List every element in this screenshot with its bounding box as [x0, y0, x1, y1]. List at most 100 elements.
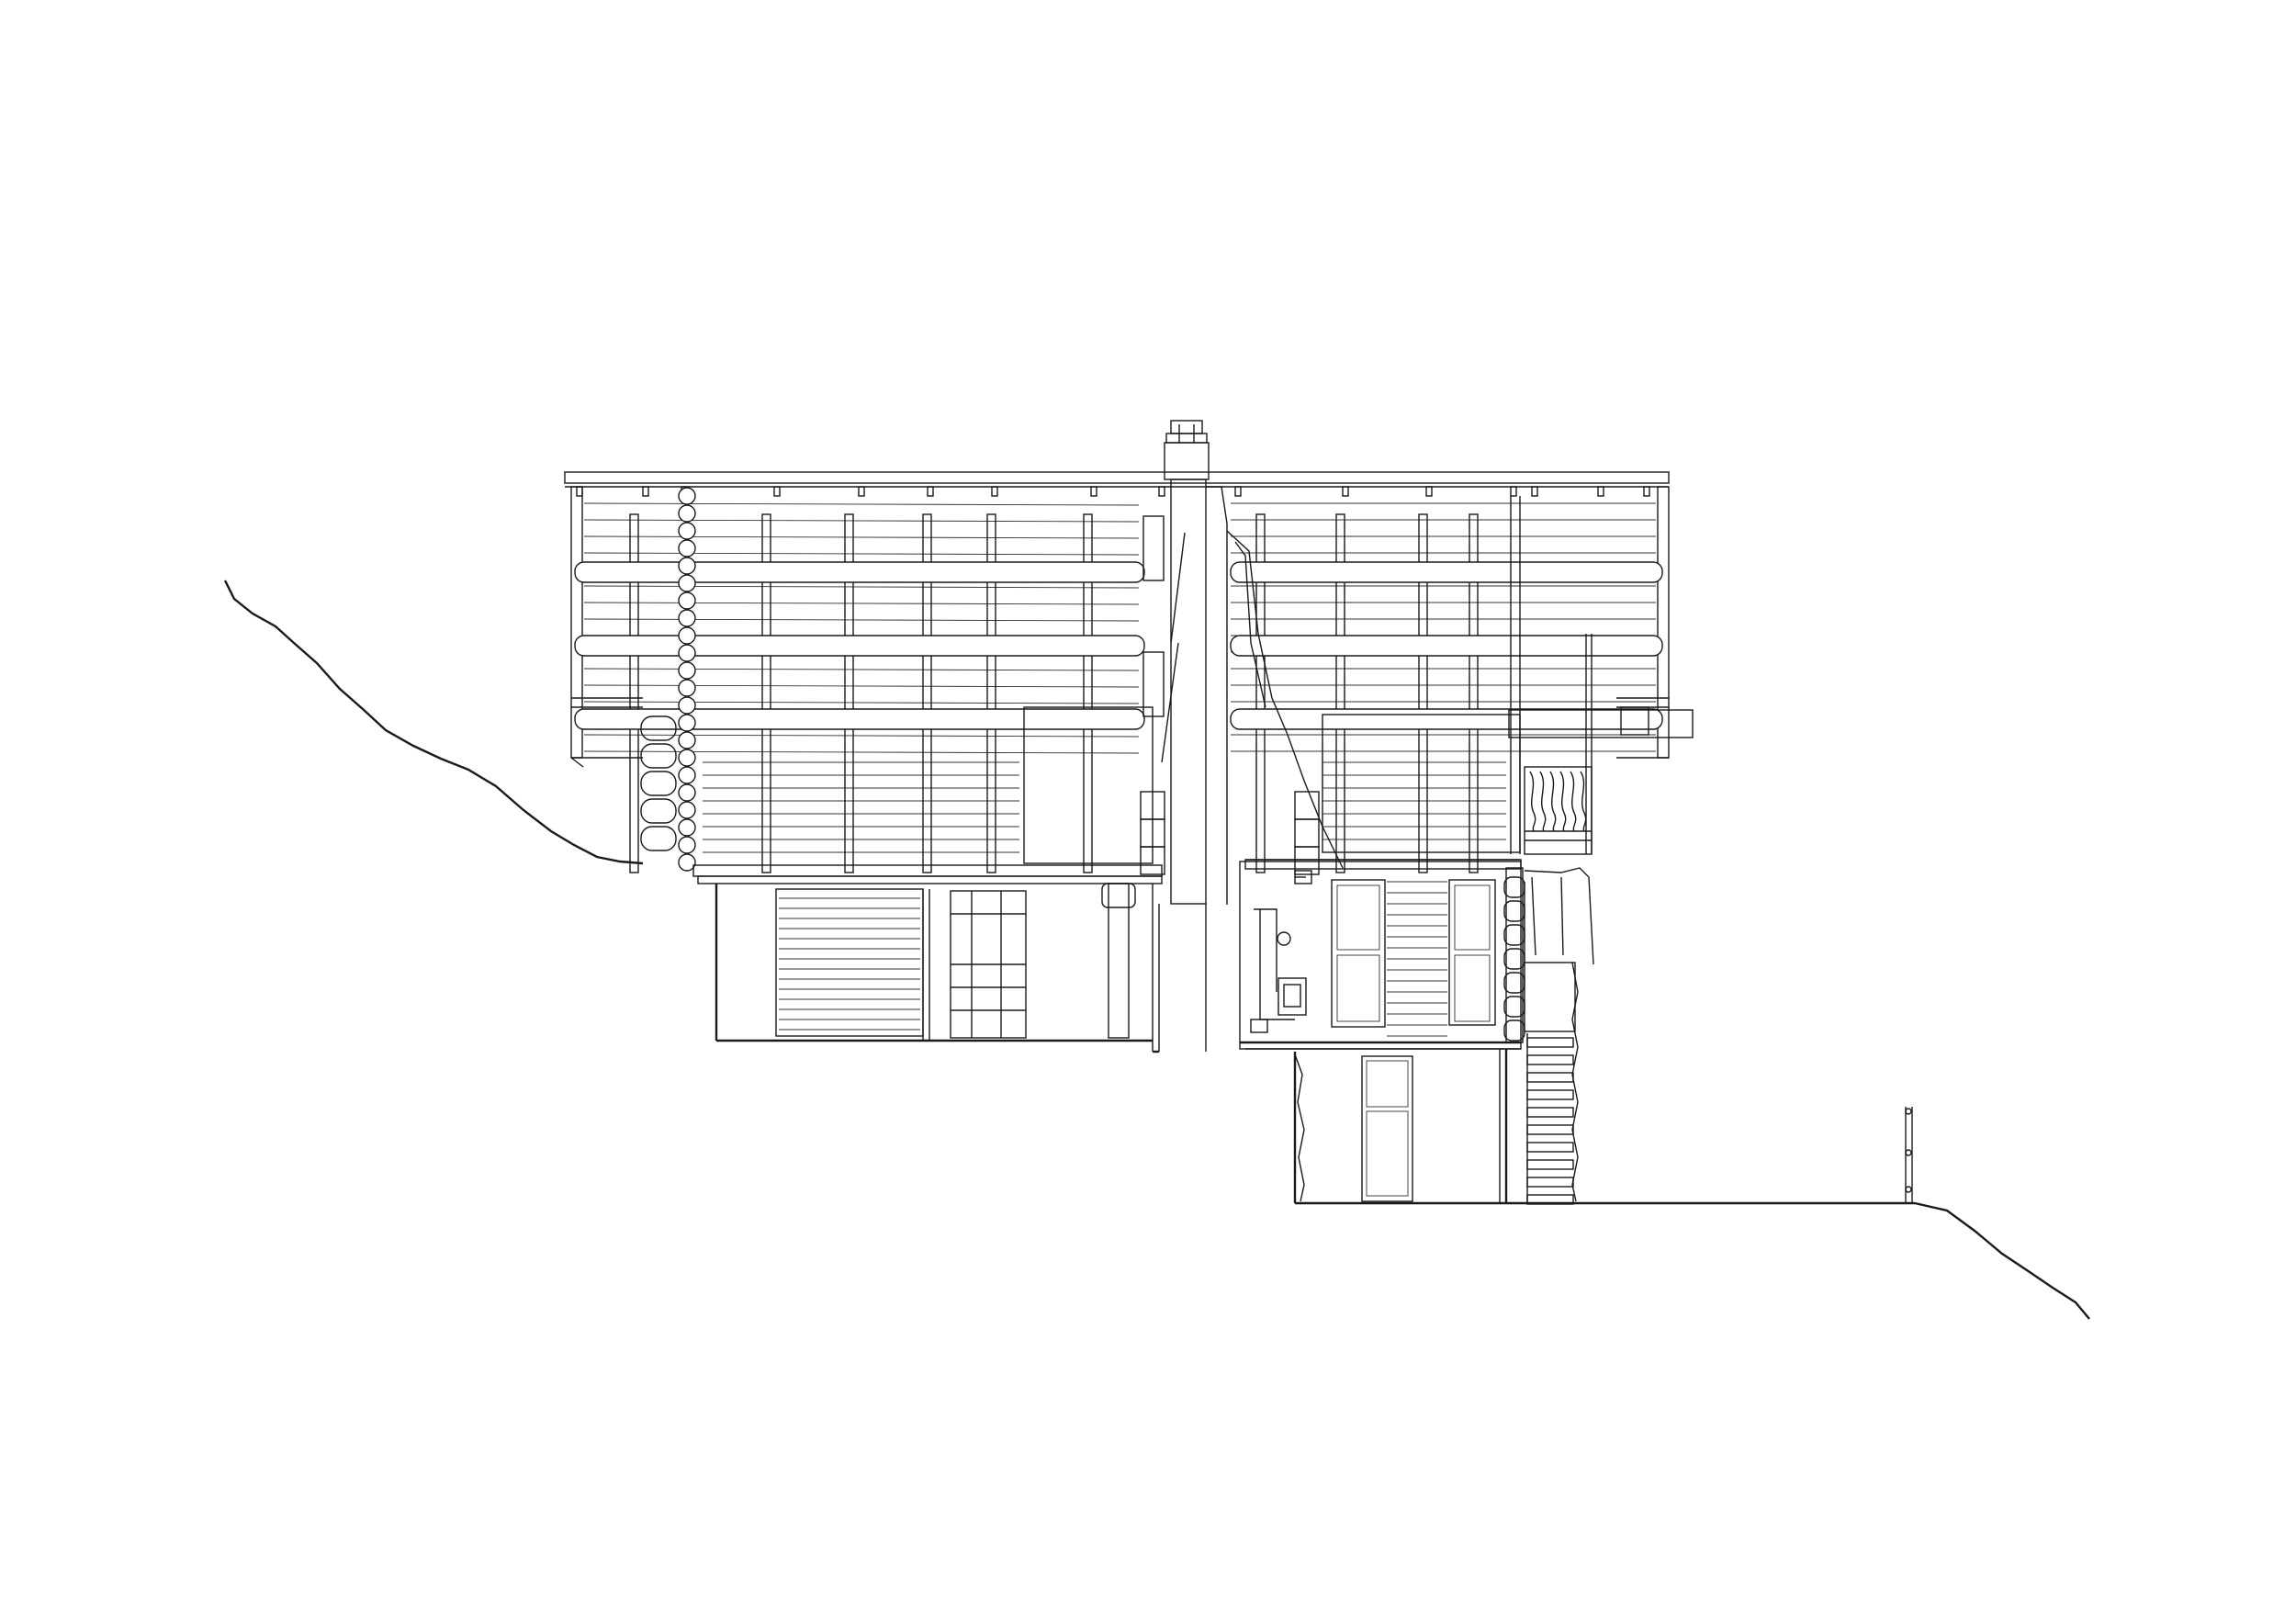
wall-plank-line — [583, 519, 1140, 523]
log-end — [678, 783, 696, 802]
log-end — [678, 504, 696, 523]
wall-plank-line — [583, 585, 1140, 589]
rafter-tail — [1234, 486, 1242, 497]
purlin — [1230, 635, 1663, 657]
fence-post — [1905, 1107, 1913, 1203]
cellar-door — [1361, 1055, 1413, 1202]
baluster — [1580, 771, 1587, 832]
post — [1255, 513, 1266, 873]
eave-foot-details — [570, 697, 1669, 768]
baluster — [1529, 771, 1536, 832]
log-end — [678, 853, 696, 872]
rafter-tail — [927, 486, 934, 497]
post — [986, 513, 996, 873]
stair-tread — [1526, 1054, 1574, 1065]
chimney-shaft — [1170, 479, 1207, 905]
log-end — [678, 591, 696, 610]
purlin — [574, 635, 1145, 657]
log-end — [678, 557, 696, 575]
post — [1083, 513, 1093, 873]
tile-stove — [1250, 870, 1312, 1033]
baluster — [1539, 771, 1547, 832]
wall-plank-line — [583, 701, 1140, 704]
living-room-door-right — [1448, 879, 1496, 1026]
rafter-tail — [1597, 486, 1604, 497]
living-room-door-left — [1331, 879, 1386, 1028]
lower-right-wing — [1239, 861, 1525, 1203]
rafter-tail — [576, 486, 583, 497]
purlin — [1230, 561, 1663, 583]
purlin — [574, 561, 1145, 583]
log-end — [678, 696, 696, 715]
log-end — [678, 749, 696, 767]
post — [1418, 513, 1428, 873]
purlin — [574, 708, 1145, 730]
log-end-stub — [640, 826, 677, 851]
wall-plank-line — [583, 502, 1140, 506]
attic-walls — [570, 486, 1694, 875]
stair-tread — [1526, 1194, 1574, 1205]
rafter-tail — [773, 486, 781, 497]
terrain-right-slope — [1914, 1201, 2090, 1320]
stair-tread — [1526, 1037, 1574, 1048]
stair-tread — [1526, 1142, 1574, 1153]
stair-tread — [1526, 1072, 1574, 1083]
log-end — [678, 644, 696, 662]
post — [844, 513, 854, 873]
rafter-tail — [1090, 486, 1097, 497]
rafter-tail — [1425, 486, 1433, 497]
wall-plank-line — [583, 535, 1140, 539]
baluster — [1570, 771, 1577, 832]
log-end — [678, 836, 696, 854]
balcony-railing — [1524, 766, 1593, 855]
wall-plank-line — [583, 684, 1140, 688]
log-ends-column — [640, 487, 696, 872]
terrain — [223, 580, 2090, 1320]
rafter-tail — [1158, 486, 1165, 497]
stair-tread — [1526, 1107, 1574, 1118]
wall-plank-line — [583, 602, 1140, 605]
stair-tread — [1526, 1159, 1574, 1170]
lower-left-wing — [715, 883, 1159, 1053]
roof-eave-board — [564, 471, 1670, 484]
stable-door-boarded — [775, 888, 924, 1037]
rafter-tail — [1643, 486, 1650, 497]
purlins — [574, 561, 1663, 730]
wall-plank-line — [583, 618, 1140, 622]
post — [761, 513, 771, 873]
log-end — [678, 522, 696, 540]
purlin — [1230, 708, 1663, 730]
log-end — [678, 487, 696, 505]
rafter-tail — [642, 486, 649, 497]
attic-posts — [629, 513, 1479, 873]
chimney — [1158, 420, 1228, 1052]
roof — [564, 471, 1670, 497]
log-end — [678, 801, 696, 819]
attic-wall-planks — [583, 502, 1656, 853]
log-end-stub — [640, 743, 677, 769]
stair-tread — [1526, 1177, 1574, 1188]
wall-plank-line — [583, 552, 1140, 556]
stair-tread — [1526, 1124, 1574, 1135]
log-end-stub — [640, 798, 677, 824]
baluster — [1559, 771, 1567, 832]
balcony-balusters — [1529, 771, 1587, 832]
stair-tread — [1526, 1089, 1574, 1100]
rafter-tail — [1531, 486, 1538, 497]
log-end — [678, 574, 696, 592]
log-end — [678, 679, 696, 697]
wall-plank-line — [583, 734, 1140, 738]
log-end — [678, 714, 696, 732]
wall-plank-line — [583, 750, 1140, 754]
rafter-tail — [858, 486, 865, 497]
log-end — [678, 766, 696, 784]
log-end — [678, 661, 696, 680]
log-end-stub — [640, 715, 677, 741]
post — [629, 513, 639, 873]
log-end — [678, 626, 696, 645]
post — [1335, 513, 1345, 873]
wall-plank-line — [583, 668, 1140, 671]
rafter-tail — [1342, 486, 1349, 497]
terrain-left-slope — [223, 580, 644, 865]
